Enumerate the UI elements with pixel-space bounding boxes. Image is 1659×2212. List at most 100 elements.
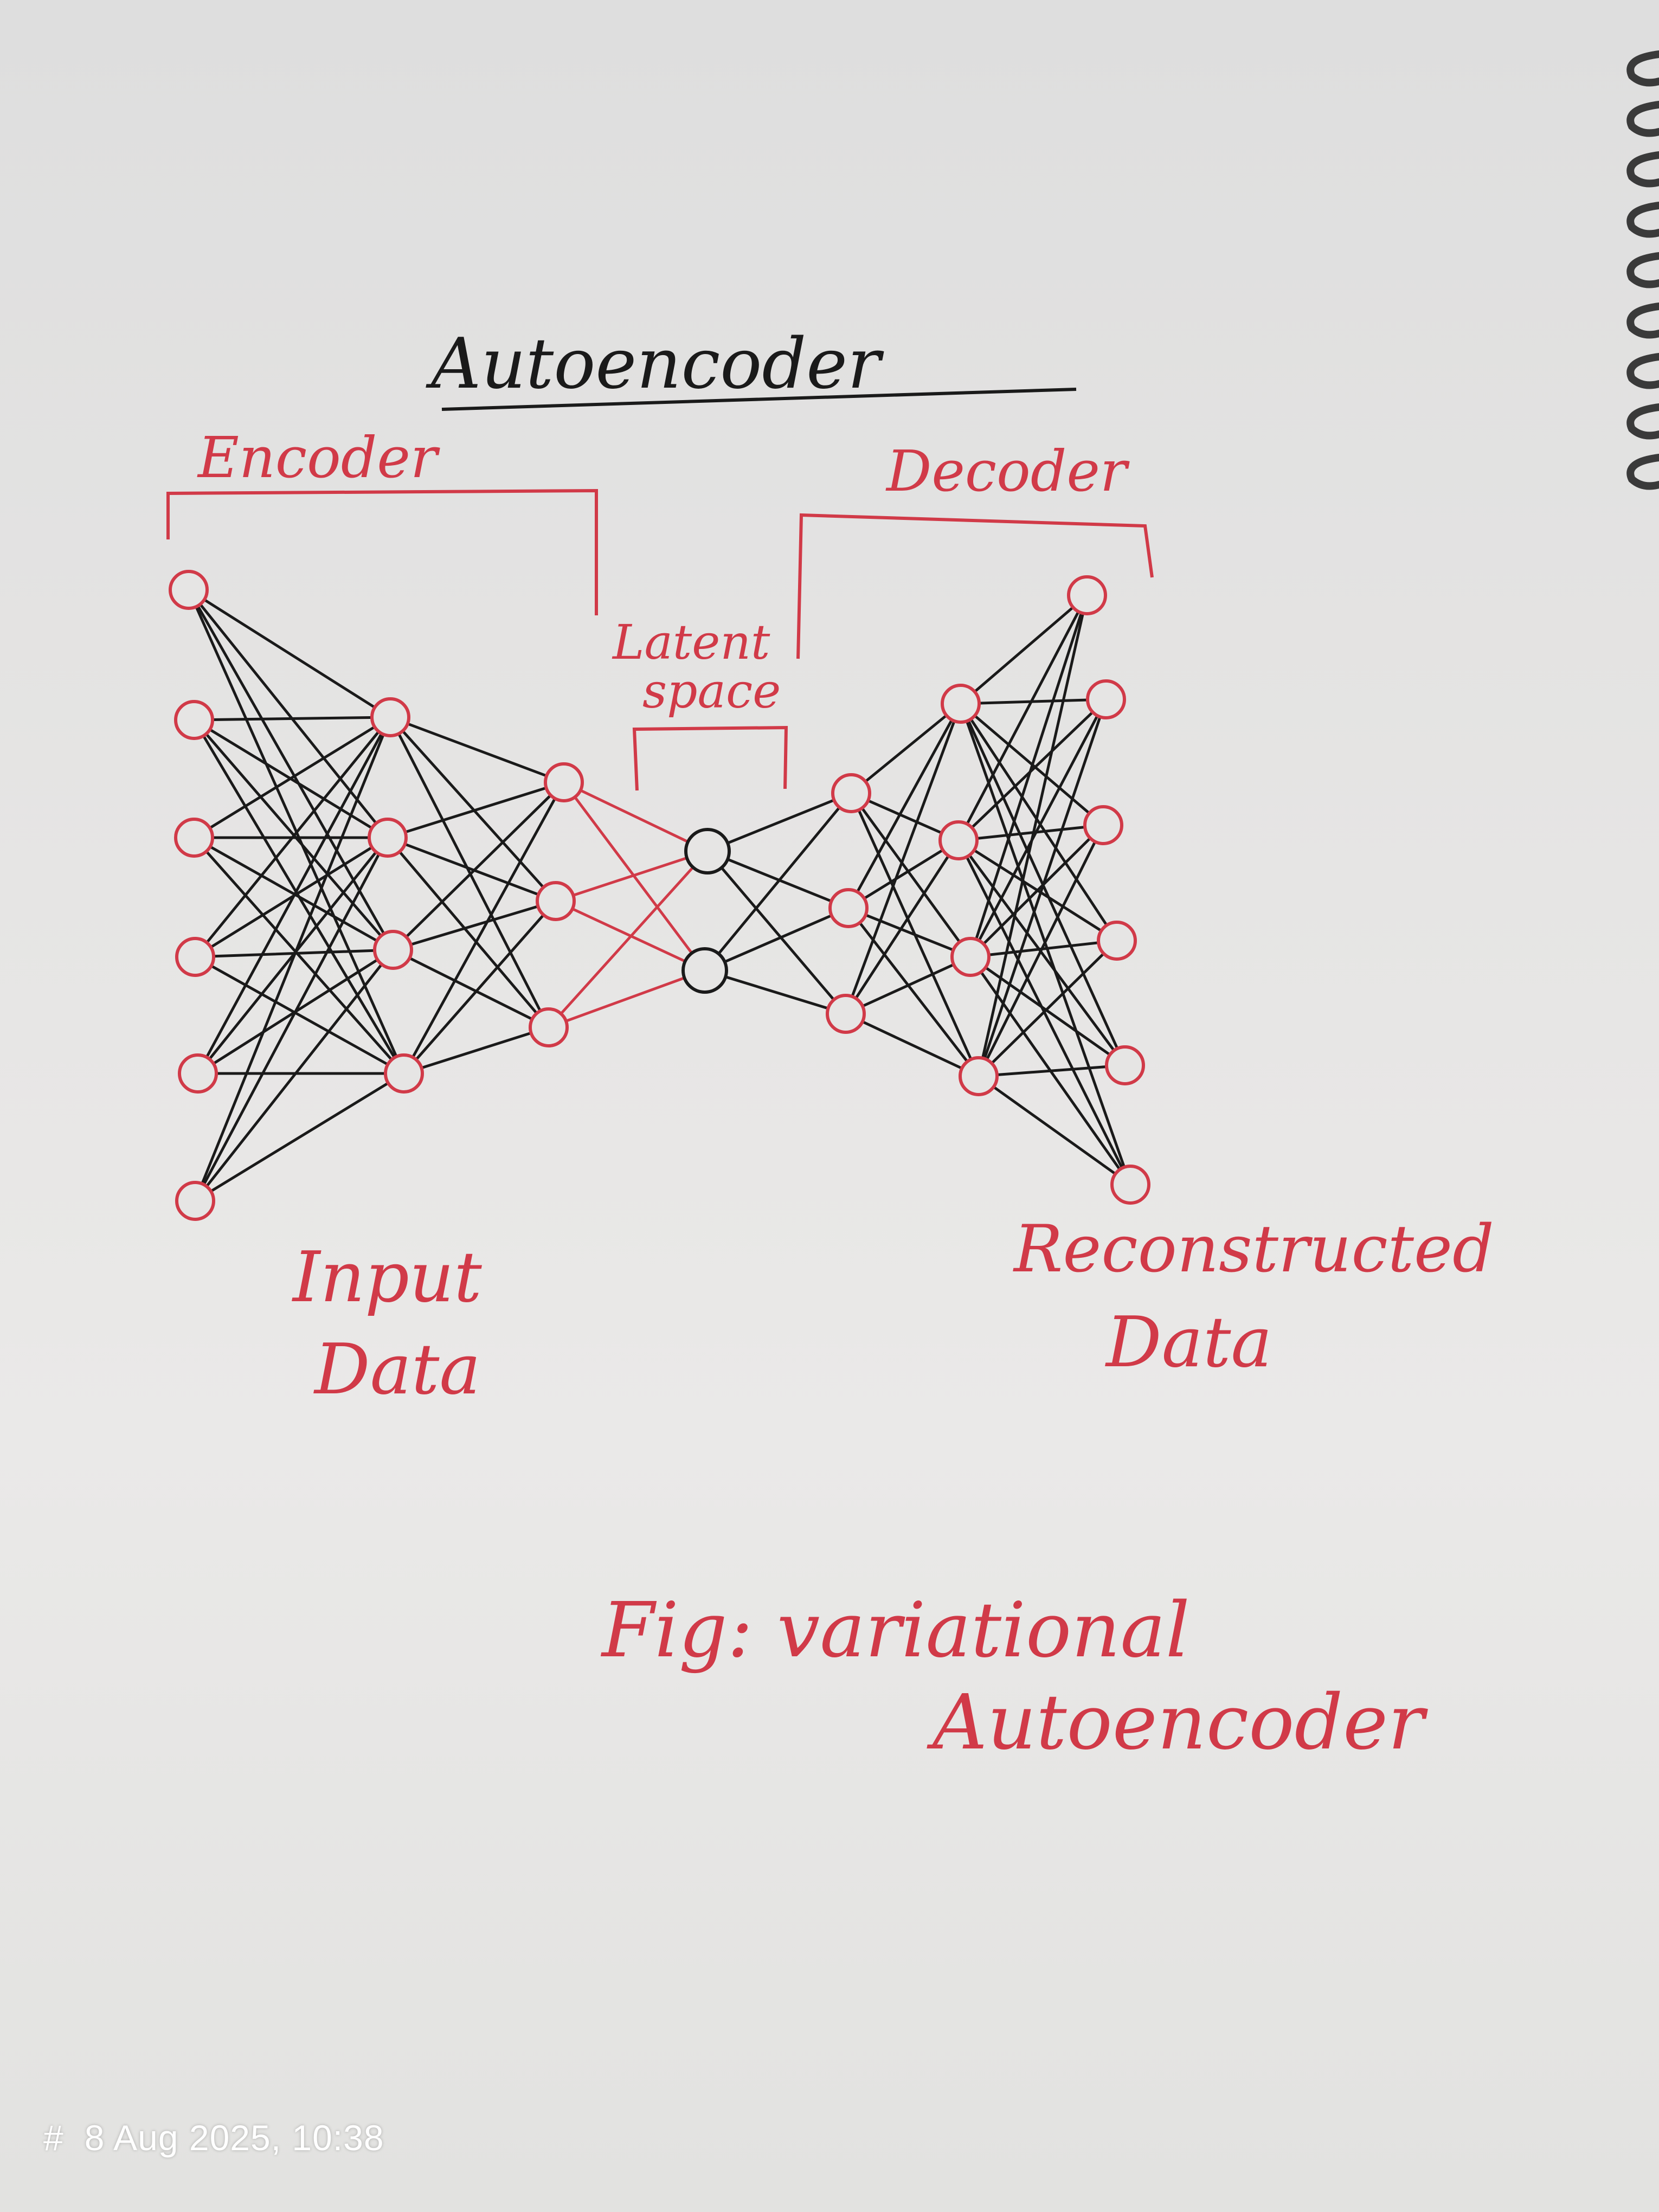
connection-line — [196, 716, 392, 1075]
connection-line — [844, 955, 972, 1015]
connection-line — [959, 698, 1108, 705]
spiral-ring — [1626, 50, 1659, 87]
latent-label-line2: space — [642, 663, 781, 719]
connection-line — [847, 906, 972, 959]
spiral-ring — [1626, 101, 1659, 137]
network-node-layer-7-6 — [1110, 1165, 1150, 1205]
connection-line — [957, 824, 1105, 842]
network-node-layer-6-3 — [950, 937, 991, 977]
encoder-bracket — [166, 488, 598, 615]
connection-line — [389, 716, 565, 784]
network-node-layer-4-2 — [681, 947, 728, 994]
network-node-layer-1-6 — [175, 1181, 215, 1221]
decoder-label: Decoder — [885, 438, 1130, 504]
photo-timestamp: #8 Aug 2025, 10:38 — [43, 2117, 384, 2158]
hash-icon: # — [43, 2118, 64, 2158]
network-node-layer-1-3 — [174, 818, 214, 858]
connection-line — [194, 716, 392, 1203]
network-node-layer-5-2 — [828, 888, 869, 928]
connection-line — [969, 698, 1108, 959]
connection-line — [562, 781, 709, 853]
connection-line — [847, 702, 962, 910]
title-underline — [441, 388, 1077, 411]
network-node-layer-7-3 — [1083, 805, 1123, 845]
connection-line — [389, 716, 557, 903]
input-label-line2: Data — [313, 1329, 481, 1410]
network-node-layer-6-4 — [959, 1056, 999, 1096]
spiral-ring — [1626, 403, 1659, 440]
connection-line — [957, 839, 1127, 1067]
spiral-ring — [1626, 303, 1659, 339]
connection-line — [703, 906, 850, 972]
connection-line — [844, 702, 962, 1015]
network-node-layer-7-4 — [1097, 921, 1137, 961]
connection-line — [977, 698, 1108, 1078]
connection-line — [194, 716, 392, 959]
connection-line — [977, 824, 1105, 1078]
connection-line — [977, 939, 1118, 1078]
network-node-layer-2-3 — [373, 930, 413, 970]
network-node-layer-3-3 — [529, 1007, 569, 1047]
timestamp-text: 8 Aug 2025, 10:38 — [84, 2118, 384, 2158]
spiral-ring — [1626, 151, 1659, 188]
connection-line — [977, 1075, 1132, 1186]
connection-line — [547, 850, 709, 1029]
connection-line — [706, 850, 847, 1015]
connection-line — [847, 839, 960, 910]
connection-line — [969, 824, 1105, 959]
spiral-binding — [1626, 50, 1659, 490]
network-node-layer-6-2 — [938, 820, 979, 860]
connection-line — [402, 781, 565, 1075]
network-node-layer-7-2 — [1086, 679, 1126, 719]
connection-line — [192, 716, 392, 839]
connection-line — [703, 969, 847, 1015]
spiral-ring — [1626, 252, 1659, 288]
connection-line — [389, 716, 550, 1029]
connection-line — [706, 850, 850, 910]
spiral-ring — [1626, 202, 1659, 238]
network-node-layer-5-3 — [826, 994, 866, 1034]
network-nodes — [169, 570, 1150, 1221]
network-node-layer-1-2 — [174, 700, 214, 740]
connection-line — [402, 899, 557, 1075]
connection-line — [957, 698, 1108, 842]
connection-line — [844, 1012, 980, 1078]
network-node-layer-1-4 — [175, 937, 215, 977]
network-node-layer-5-1 — [831, 773, 871, 813]
connection-line — [192, 716, 392, 722]
connection-line — [969, 594, 1089, 959]
caption-line1: Fig: variational — [600, 1586, 1190, 1675]
connection-line — [391, 781, 565, 951]
output-label-line2: Data — [1105, 1302, 1272, 1383]
connection-line — [554, 850, 709, 903]
connection-line — [194, 836, 389, 1203]
decoder-bracket — [796, 513, 1154, 659]
network-node-layer-1-1 — [169, 570, 209, 610]
connection-line — [386, 781, 565, 839]
connection-line — [847, 906, 980, 1078]
connection-line — [959, 594, 1089, 705]
network-node-layer-3-1 — [544, 762, 584, 802]
caption-line2: Autoencoder — [927, 1679, 1428, 1767]
network-node-layer-4-1 — [684, 828, 731, 874]
connection-line — [969, 955, 1127, 1067]
diagram-title: Autoencoder — [426, 324, 884, 404]
connection-line — [850, 792, 972, 959]
connection-line — [706, 792, 853, 853]
latent-bracket — [632, 725, 788, 791]
connection-line — [977, 1064, 1127, 1078]
network-node-layer-7-5 — [1105, 1045, 1145, 1085]
connection-line — [959, 702, 1118, 942]
connection-line — [957, 594, 1089, 842]
connection-line — [402, 1026, 550, 1075]
connection-line — [969, 939, 1118, 959]
latent-label-line1: Latent — [612, 614, 770, 670]
encoder-label: Encoder — [197, 425, 440, 491]
connection-line — [194, 1072, 406, 1203]
network-node-layer-7-1 — [1067, 575, 1107, 615]
connection-line — [386, 836, 550, 1029]
network-node-layer-1-5 — [178, 1053, 218, 1094]
connection-line — [194, 836, 389, 959]
